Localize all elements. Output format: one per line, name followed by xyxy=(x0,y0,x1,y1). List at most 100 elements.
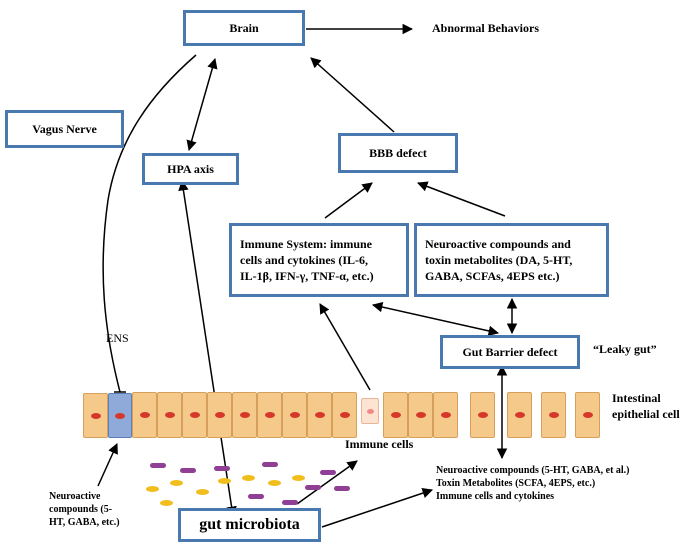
ens-label: ENS xyxy=(106,331,129,345)
epithelial-cell xyxy=(132,392,157,438)
arrow-immune-gut-barrier xyxy=(371,301,500,337)
immune-system-line-1: Immune System: immune xyxy=(240,236,372,251)
bottom-right-line-1: Neuroactive compounds (5-HT, GABA, et al… xyxy=(436,465,630,476)
epithelial-cell xyxy=(182,392,207,438)
bacterium-oval xyxy=(146,486,159,492)
epithelial-cell xyxy=(470,392,495,438)
immune-system-line-3: IL-1β, IFN-γ, TNF-α, etc.) xyxy=(240,269,374,284)
epithelial-cell xyxy=(332,392,357,438)
cell-nucleus xyxy=(139,412,150,418)
cell-nucleus xyxy=(582,412,593,418)
bacterium-oval xyxy=(268,480,281,486)
epithelial-cell xyxy=(157,392,182,438)
epithelial-cell xyxy=(575,392,600,438)
gut-barrier-defect-node: Gut Barrier defect xyxy=(440,335,580,369)
immune-system-node: Immune System: immune cells and cytokine… xyxy=(229,223,409,297)
vagus-nerve-path xyxy=(102,54,197,393)
neuroactive-line-3: GABA, SCFAs, 4EPS etc.) xyxy=(425,269,560,284)
gut-microbiota-node: gut microbiota xyxy=(178,508,321,542)
cell-nucleus xyxy=(289,412,300,418)
gut-microbiota-label: gut microbiota xyxy=(199,516,300,534)
bacterium-rod xyxy=(180,468,196,473)
cell-nucleus xyxy=(189,412,200,418)
cell-nucleus xyxy=(548,412,559,418)
arrow-microbiota-to-bottom-right xyxy=(321,488,433,528)
epithelial-cell xyxy=(408,392,433,438)
neuroactive-left-label: Neuroactive compounds (5- HT, GABA, etc.… xyxy=(49,490,120,529)
cell-nucleus xyxy=(164,412,175,418)
arrow-immune-to-bbb xyxy=(324,182,373,219)
arrow-neuro-to-bbb xyxy=(417,181,506,217)
epithelial-cell xyxy=(507,392,532,438)
cell-nucleus xyxy=(514,412,525,418)
bacterium-rod xyxy=(150,463,166,468)
bacterium-rod xyxy=(334,486,350,491)
bbb-defect-node: BBB defect xyxy=(338,133,458,173)
intestinal-line-1: Intestinal xyxy=(612,391,661,405)
arrow-brain-hpa xyxy=(186,57,218,152)
bottom-right-line-3: Immune cells and cytokines xyxy=(436,491,555,502)
epithelial-cell xyxy=(541,392,566,438)
cell-nucleus xyxy=(239,412,250,418)
epithelial-cell xyxy=(232,392,257,438)
leaky-gut-label: “Leaky gut” xyxy=(593,342,657,356)
cell-nucleus xyxy=(390,412,401,418)
epithelial-cell xyxy=(433,392,458,438)
brain-label: Brain xyxy=(229,20,259,35)
neuroactive-left-line-2: compounds (5- xyxy=(49,504,113,515)
vagus-nerve-node: Vagus Nerve xyxy=(5,110,124,148)
arrow-hpa-microbiota xyxy=(178,179,237,518)
neuroactive-left-line-3: HT, GABA, etc.) xyxy=(49,517,120,528)
brain-node: Brain xyxy=(183,10,305,46)
epithelial-cell xyxy=(383,392,408,438)
cell-nucleus xyxy=(440,412,451,418)
immune-system-line-2: cells and cytokines (IL-6, xyxy=(240,252,369,267)
bacterium-oval xyxy=(160,500,173,506)
bottom-right-line-2: Toxin Metabolites (SCFA, 4EPS, etc.) xyxy=(436,478,596,489)
immune-cells-label: Immune cells xyxy=(345,437,414,451)
cell-nucleus xyxy=(415,412,426,418)
cell-nucleus xyxy=(264,412,275,418)
bacterium-rod xyxy=(214,466,230,471)
immune-cell xyxy=(361,398,379,424)
hpa-axis-label: HPA axis xyxy=(167,161,214,176)
epithelial-cell xyxy=(207,392,232,438)
neuroactive-left-line-1: Neuroactive xyxy=(49,491,101,502)
epithelial-cell xyxy=(83,393,108,438)
cell-nucleus xyxy=(339,412,350,418)
bacterium-oval xyxy=(218,478,231,484)
bacterium-rod xyxy=(320,470,336,475)
bacterium-oval xyxy=(292,475,305,481)
arrow-neuroactive-left-up xyxy=(97,443,118,487)
epithelial-cell xyxy=(257,392,282,438)
cell-nucleus xyxy=(214,412,225,418)
bacterium-oval xyxy=(242,475,255,481)
bbb-defect-label: BBB defect xyxy=(369,145,427,160)
neuroactive-compounds-node: Neuroactive compounds and toxin metaboli… xyxy=(414,223,609,297)
bacterium-rod xyxy=(248,494,264,499)
neuroactive-line-1: Neuroactive compounds and xyxy=(425,236,571,251)
cell-nucleus xyxy=(115,412,125,419)
intestinal-epithelial-label: Intestinal epithelial cell xyxy=(612,391,680,422)
hpa-axis-node: HPA axis xyxy=(142,153,239,185)
arrow-bbb-to-brain xyxy=(310,57,395,133)
cell-nucleus xyxy=(477,412,488,418)
cell-nucleus xyxy=(366,408,374,414)
epithelial-cell xyxy=(307,392,332,438)
bacterium-rod xyxy=(262,462,278,467)
bacterium-rod xyxy=(282,500,298,505)
intestinal-line-2: epithelial cell xyxy=(612,406,680,421)
bacterium-oval xyxy=(196,489,209,495)
bacterium-rod xyxy=(305,485,321,490)
epithelial-cell xyxy=(282,392,307,438)
gut-barrier-label: Gut Barrier defect xyxy=(462,344,558,359)
cell-nucleus xyxy=(90,412,101,419)
bacterium-oval xyxy=(170,480,183,486)
arrow-microbiota-to-immune-cells xyxy=(296,460,358,505)
ens-cell xyxy=(108,393,132,438)
abnormal-behaviors-label: Abnormal Behaviors xyxy=(432,21,540,35)
neuroactive-line-2: toxin metabolites (DA, 5-HT, xyxy=(425,252,573,267)
arrow-immune-cells-to-immune xyxy=(319,303,371,391)
